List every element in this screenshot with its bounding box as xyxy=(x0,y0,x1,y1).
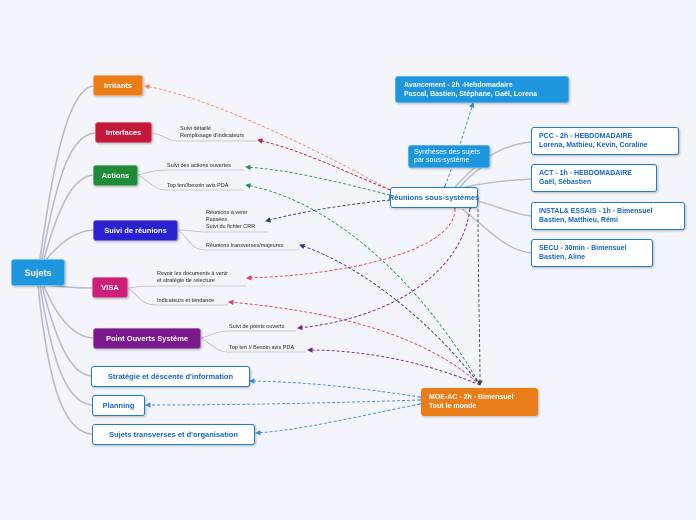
subsystem-pcc[interactable]: PCC - 2h - HEBDOMADAIRE Lorena, Mathieu,… xyxy=(531,127,679,155)
category-actions[interactable]: Actions xyxy=(93,165,138,186)
synthese-line: par sous-système xyxy=(414,157,470,164)
reunions-sous-systemes-node[interactable]: Réunions sous-systèmes xyxy=(388,187,480,208)
subsystem-title: PCC - 2h - HEBDOMADAIRE xyxy=(539,133,633,140)
category-label: Point Ouverts Système xyxy=(105,334,189,343)
category-label: VISA xyxy=(101,283,119,292)
category-label: Sujets transverses et d'organisation xyxy=(109,430,238,439)
category-label: Actions xyxy=(101,171,130,180)
category-label: Stratégie et déscente d'information xyxy=(107,372,234,381)
synthese-line: Synthèses des sujets xyxy=(414,149,481,156)
subsystem-instal-essais[interactable]: INSTAL& ESSAIS - 1h - Bimensuel Bastien,… xyxy=(531,202,685,230)
subsystem-act[interactable]: ACT - 1h - HEBDOMADAIRE Gaël, Sébastien xyxy=(531,164,657,192)
subsystem-secu[interactable]: SECU - 30min - Bimensuel Bastien, Aline xyxy=(531,239,653,267)
root-label: Sujets xyxy=(24,267,52,278)
root-node-sujets[interactable]: Sujets xyxy=(11,259,65,286)
category-label: Suivi de réunions xyxy=(104,226,167,235)
leaf-pos-2: Top ten // Besoin avis PDA xyxy=(229,345,295,351)
category-label: Interfaces xyxy=(105,128,142,137)
category-visa[interactable]: VISA xyxy=(92,277,128,298)
category-suivi-de-reunions[interactable]: Suivi de réunions xyxy=(93,220,178,241)
leaf-actions-1: Suivi des actions ouvertes xyxy=(167,163,231,169)
subsystem-people: Lorena, Mathieu, Kevin, Coraline xyxy=(539,142,648,149)
category-label: Irritants xyxy=(104,81,132,90)
category-irritants[interactable]: Irritants xyxy=(93,75,143,96)
subsystem-title: INSTAL& ESSAIS - 1h - Bimensuel xyxy=(539,208,653,215)
leaf-suivi-2: Réunions transverses/majeures xyxy=(206,243,284,249)
reunions-label: Réunions sous-systèmes xyxy=(388,193,480,202)
leaf-visa-2: Indicateurs et tendance xyxy=(157,298,215,304)
moe-line: MOE-AC - 2h - Bimensuel xyxy=(429,394,514,401)
avancement-node[interactable]: Avancement - 2h -Hebdomadaire Pascal, Ba… xyxy=(395,76,569,103)
avancement-line: Avancement - 2h -Hebdomadaire xyxy=(404,82,513,89)
category-label: Planning xyxy=(102,401,135,410)
subsystem-title: SECU - 30min - Bimensuel xyxy=(539,245,627,252)
category-point-ouverts-systeme[interactable]: Point Ouverts Système xyxy=(93,328,201,349)
subsystem-people: Bastien, Aline xyxy=(539,254,586,261)
category-interfaces[interactable]: Interfaces xyxy=(95,122,152,143)
subsystem-people: Gaël, Sébastien xyxy=(539,179,592,186)
leaf-pos-1: Suivi de points ouverts xyxy=(229,324,285,330)
category-sujets-transverses[interactable]: Sujets transverses et d'organisation xyxy=(92,424,255,445)
leaf-actions-2: Top ten//besoin avis PDA xyxy=(167,183,229,189)
subsystem-people: Bastien, Matthieu, Rémi xyxy=(539,217,618,224)
subsystem-title: ACT - 1h - HEBDOMADAIRE xyxy=(539,170,632,177)
moe-line: Tout le monde xyxy=(429,403,477,410)
avancement-line: Pascal, Bastien, Stéphane, Gaël, Lorena xyxy=(404,91,538,98)
category-planning[interactable]: Planning xyxy=(92,395,145,416)
synthese-node[interactable]: Synthèses des sujets par sous-système xyxy=(408,145,490,168)
moe-ac-node[interactable]: MOE-AC - 2h - Bimensuel Tout le monde xyxy=(421,388,538,416)
category-strategie[interactable]: Stratégie et déscente d'information xyxy=(91,366,250,387)
